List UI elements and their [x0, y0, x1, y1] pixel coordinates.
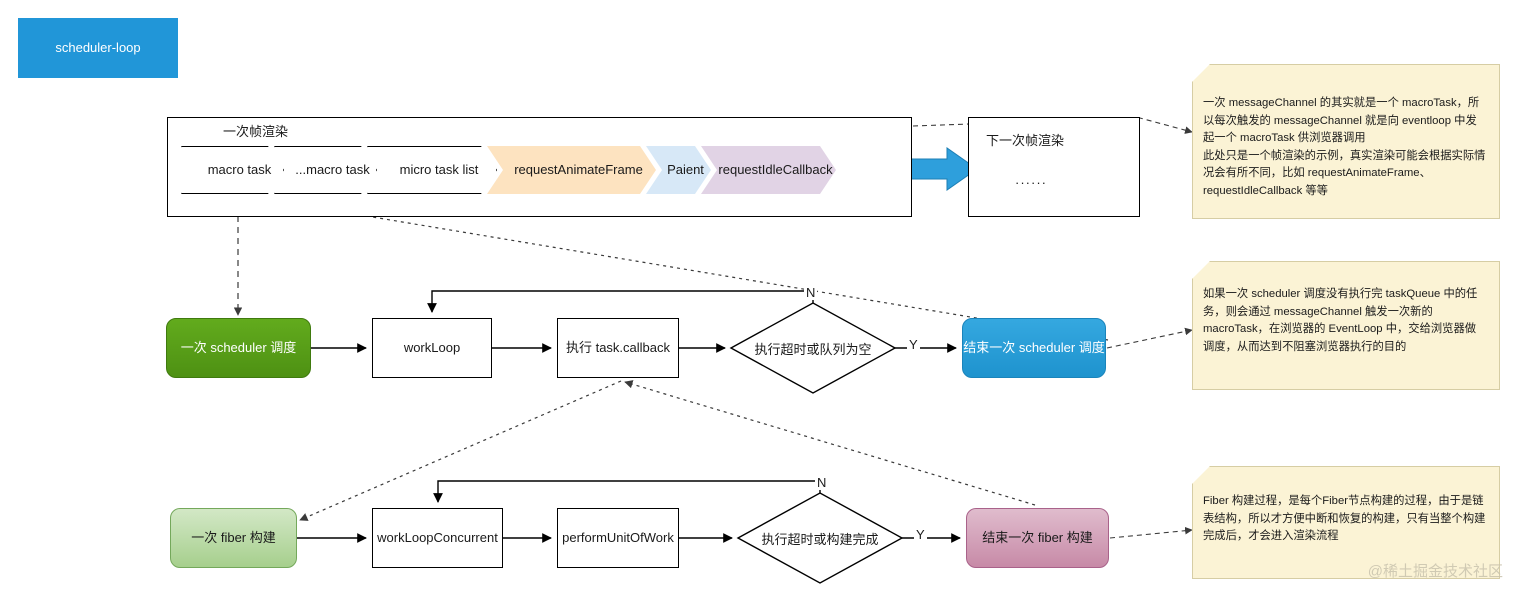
frame-step-label: macro task	[207, 162, 272, 178]
note-messagechannel: 一次 messageChannel 的其实就是一个 macroTask，所以每次…	[1192, 64, 1500, 219]
node-fiber-start[interactable]: 一次 fiber 构建	[170, 508, 297, 568]
frame-step-request-idle-callback[interactable]: requestIdleCallback	[701, 146, 836, 194]
node-label: 一次 scheduler 调度	[180, 340, 297, 356]
decision-label: 执行超时或构建完成	[761, 531, 879, 547]
frame-step-micro-task-list[interactable]: micro task list	[367, 146, 497, 194]
frame-step-label: micro task list	[399, 162, 479, 178]
decision-fiber-wrap[interactable]: 执行超时或构建完成	[738, 493, 902, 583]
edge-scheduler-end-to-note2	[1106, 327, 1193, 349]
decision-scheduler-wrap[interactable]: 执行超时或队列为空	[731, 303, 895, 393]
decision-label: 执行超时或队列为空	[754, 341, 872, 357]
frame-step-label: requestAnimateFrame	[514, 162, 643, 178]
node-label: workLoop	[403, 340, 461, 356]
node-scheduler-end[interactable]: 结束一次 scheduler 调度	[962, 318, 1106, 378]
frame-render-container: 一次帧渲染 macro task ...macro task micro tas…	[167, 117, 912, 217]
scheduler-loop-title-chip: scheduler-loop	[18, 18, 178, 78]
frame-render-title: 一次帧渲染	[223, 124, 289, 139]
node-workloop-concurrent[interactable]: workLoopConcurrent	[372, 508, 503, 568]
note-text: Fiber 构建过程，是每个Fiber节点构建的过程，由于是链表结构，所以才方便…	[1203, 495, 1486, 542]
next-frame-title: 下一次帧渲染	[986, 133, 1065, 148]
edge-fiber-end-to-taskcallback	[624, 380, 1036, 506]
watermark: @稀土掘金技术社区	[1367, 563, 1503, 580]
note-text: 一次 messageChannel 的其实就是一个 macroTask，所以每次…	[1203, 97, 1486, 197]
frame-step-label: ...macro task	[295, 162, 370, 178]
edge-taskcallback-to-fiber-start	[299, 380, 622, 521]
edge-label-scheduler-no: N	[804, 285, 818, 300]
node-workloop[interactable]: workLoop	[372, 318, 492, 378]
frame-step-more-macro-task[interactable]: ...macro task	[274, 146, 377, 194]
note-fiber: Fiber 构建过程，是每个Fiber节点构建的过程，由于是链表结构，所以才方便…	[1192, 466, 1500, 579]
node-scheduler-start[interactable]: 一次 scheduler 调度	[166, 318, 311, 378]
frame-step-label: Paient	[667, 162, 704, 178]
node-perform-unit-of-work[interactable]: performUnitOfWork	[557, 508, 679, 568]
node-label: 结束一次 fiber 构建	[982, 530, 1093, 546]
note-scheduler: 如果一次 scheduler 调度没有执行完 taskQueue 中的任务，则会…	[1192, 261, 1500, 390]
frame-step-macro-task[interactable]: macro task	[181, 146, 284, 194]
node-label: 一次 fiber 构建	[191, 530, 276, 546]
edge-label-fiber-yes: Y	[914, 527, 927, 542]
next-frame-render-box: 下一次帧渲染 ······	[968, 117, 1140, 217]
edge-label-fiber-no: N	[815, 475, 829, 490]
frame-render-step-list: macro task ...macro task micro task list…	[181, 146, 826, 194]
node-label: 结束一次 scheduler 调度	[963, 340, 1105, 356]
node-label: performUnitOfWork	[562, 530, 674, 546]
frame-step-label: requestIdleCallback	[718, 162, 833, 178]
node-label: 执行 task.callback	[565, 340, 671, 356]
node-label: workLoopConcurrent	[377, 530, 498, 546]
edge-label-scheduler-yes: Y	[907, 337, 920, 352]
node-execute-task-callback[interactable]: 执行 task.callback	[557, 318, 679, 378]
note-text: 如果一次 scheduler 调度没有执行完 taskQueue 中的任务，则会…	[1203, 288, 1478, 353]
next-frame-dots: ······	[1015, 175, 1047, 190]
node-fiber-end[interactable]: 结束一次 fiber 构建	[966, 508, 1109, 568]
title-chip-label: scheduler-loop	[55, 40, 141, 56]
frame-step-request-animate-frame[interactable]: requestAnimateFrame	[487, 146, 656, 194]
edge-fiber-end-to-note3	[1109, 526, 1193, 539]
